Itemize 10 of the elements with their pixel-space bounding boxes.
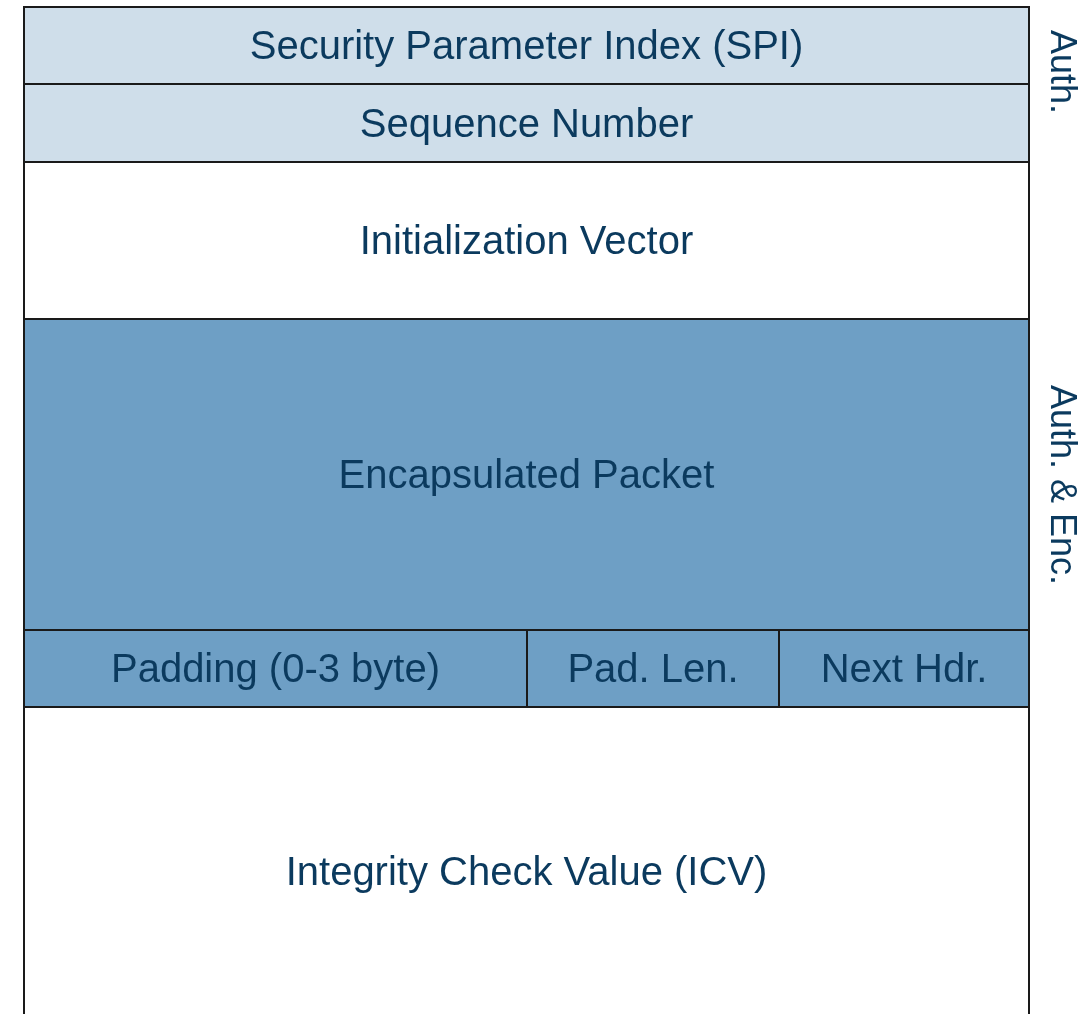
trailer-field: Padding (0-3 byte) bbox=[23, 629, 528, 708]
trailer-field: Next Hdr. bbox=[778, 629, 1030, 708]
header-field: Sequence Number bbox=[23, 83, 1030, 163]
checksum-field: Integrity Check Value (ICV) bbox=[23, 706, 1030, 1014]
header-field: Security Parameter Index (SPI) bbox=[23, 6, 1030, 85]
payload-field: Encapsulated Packet bbox=[23, 318, 1030, 631]
bracket-label: Auth. & Enc. bbox=[1042, 385, 1084, 586]
bracket-label: Auth. bbox=[1042, 30, 1084, 115]
trailer-field: Pad. Len. bbox=[526, 629, 780, 708]
header-field: Initialization Vector bbox=[23, 161, 1030, 320]
